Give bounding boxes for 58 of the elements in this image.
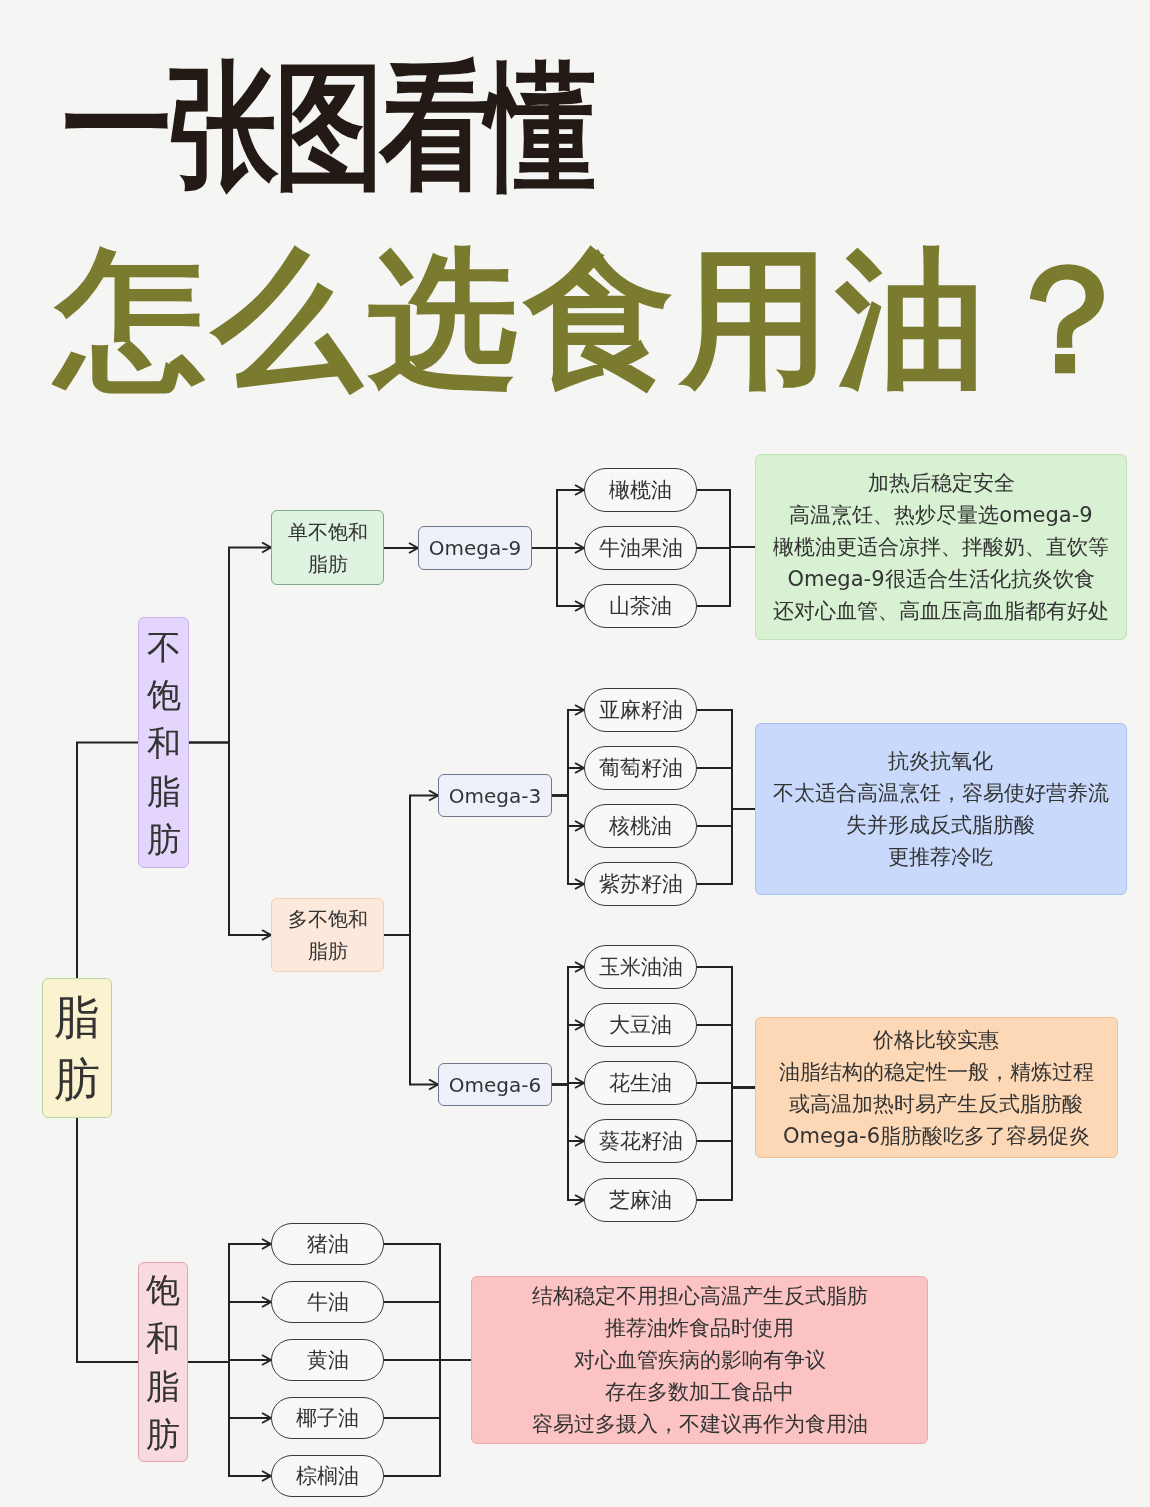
omega-box: Omega-6 [438, 1063, 552, 1106]
connector-line [76, 741, 139, 979]
connector-arrow [383, 542, 419, 554]
oil-pill: 棕榈油 [271, 1455, 384, 1497]
connector-arrow [551, 794, 585, 890]
note-text: Omega-6脂肪酸吃多了容易促炎 [781, 1122, 1091, 1150]
category-box: 饱和脂肪 [138, 1262, 188, 1462]
omega-box: Omega-9 [418, 526, 532, 570]
note-text: 价格比较实惠 [872, 1026, 1001, 1054]
note-text: 油脂结构的稳定性一般，精炼过程或高温加热时易产生反式脂肪酸 [778, 1058, 1095, 1118]
connector-line [76, 1117, 139, 1363]
connector-line [696, 1086, 756, 1201]
note-text: 橄榄油更适合凉拌、拌酸奶、直饮等 [772, 534, 1110, 561]
oil-pill: 玉米油油 [584, 945, 697, 989]
connector-line [696, 808, 756, 885]
note-text: 结构稳定不用担心高温产生反式脂肪 [530, 1283, 869, 1310]
note-box [755, 1017, 1118, 1158]
oil-pill: 橄榄油 [584, 468, 697, 512]
connector-arrow [531, 547, 585, 612]
note-box [755, 723, 1127, 895]
subcategory-box: 多不饱和脂肪 [271, 898, 384, 972]
note-text: Omega-9很适合生活化抗炎饮食 [786, 566, 1096, 593]
note-text: 抗炎抗氧化 [887, 748, 995, 775]
connector-line [383, 1359, 472, 1477]
oil-pill: 花生油 [584, 1061, 697, 1105]
note-box [755, 454, 1127, 640]
connector-arrow [188, 741, 272, 941]
oil-pill: 亚麻籽油 [584, 688, 697, 732]
note-text: 容易过多摄入，不建议再作为食用油 [530, 1411, 869, 1438]
title-line: 一张图看懂 [61, 45, 594, 209]
oil-pill: 黄油 [271, 1339, 384, 1381]
note-text: 存在多数加工食品中 [604, 1379, 795, 1406]
note-text: 推荐油炸食品时使用 [604, 1315, 795, 1342]
omega-box: Omega-3 [438, 774, 552, 817]
oil-pill: 牛油果油 [584, 526, 697, 570]
category-box: 不饱和脂肪 [138, 617, 189, 868]
oil-pill: 椰子油 [271, 1397, 384, 1439]
note-text: 还对心血管、高血压高血脂都有好处 [772, 598, 1110, 625]
subcategory-box: 单不饱和脂肪 [271, 510, 384, 585]
oil-pill: 葵花籽油 [584, 1119, 697, 1163]
oil-pill: 猪油 [271, 1223, 384, 1265]
note-text: 高温烹饪、热炒尽量选omega-9 [788, 502, 1094, 529]
oil-pill: 葡萄籽油 [584, 746, 697, 790]
oil-pill: 大豆油 [584, 1003, 697, 1047]
oil-pill: 紫苏籽油 [584, 862, 697, 906]
note-text: 更推荐冷吃 [887, 844, 995, 871]
oil-pill: 山茶油 [584, 584, 697, 628]
note-box [471, 1276, 928, 1444]
connector-arrow [551, 1083, 585, 1206]
note-text: 对心血管疾病的影响有争议 [572, 1347, 827, 1374]
connector-line [696, 546, 756, 607]
oil-pill: 牛油 [271, 1281, 384, 1323]
oil-pill: 芝麻油 [584, 1178, 697, 1222]
title: 怎么选食用油？ [40, 222, 1150, 417]
category-box: 脂肪 [42, 978, 112, 1118]
note-text: 不太适合高温烹饪，容易使好营养流失并形成反式脂肪酸 [772, 780, 1110, 839]
oil-pill: 核桃油 [584, 804, 697, 848]
note-text: 加热后稳定安全 [866, 470, 1016, 497]
